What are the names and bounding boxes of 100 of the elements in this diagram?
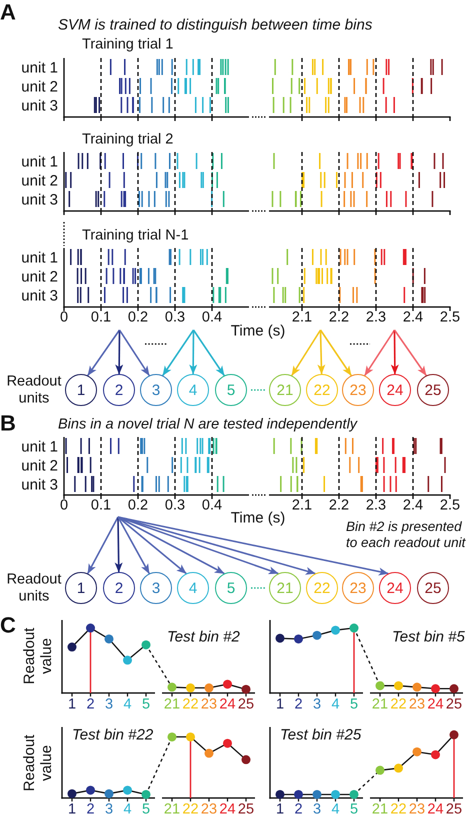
tick-label: 23: [200, 696, 218, 714]
tick-label: 25: [446, 696, 462, 714]
tick-label: 2.2: [328, 498, 350, 514]
arrow: [320, 330, 352, 376]
panel-letter: C: [0, 612, 16, 638]
arrow: [87, 516, 119, 574]
tick-label: 2.4: [402, 498, 424, 514]
row-label: unit 1: [21, 438, 58, 456]
tick-label: 2.5: [440, 310, 460, 326]
row-label: unit 2: [21, 268, 58, 286]
tick-label: 0.1: [90, 498, 112, 514]
unit-circle: 24: [379, 572, 411, 604]
unit-circle: 4: [177, 572, 209, 604]
axis-title: Time (s): [230, 509, 286, 527]
row-label: unit 1: [21, 152, 58, 170]
tick-label: 25: [238, 696, 254, 714]
arrow: [390, 330, 399, 374]
tick-label: 2.1: [292, 498, 312, 514]
unit-circle: 24: [379, 374, 411, 406]
panel-letter: A: [0, 0, 16, 25]
tick-label: 4: [331, 802, 340, 818]
tick-label: 25: [238, 802, 254, 818]
arrow: [118, 516, 279, 574]
tick-label: 1: [68, 802, 76, 818]
tick-label: 3: [312, 696, 322, 714]
tick-label: 2.4: [402, 310, 424, 326]
tick-label: 22: [182, 802, 199, 818]
unit-circle: 5: [215, 572, 247, 604]
unit-circle: 1: [65, 374, 97, 406]
chart-title: Test bin #2: [167, 628, 240, 646]
tick-label: 23: [200, 802, 218, 818]
chart-title: Test bin #5: [392, 628, 465, 646]
tick-label: 2: [294, 802, 303, 818]
tick-label: 3: [104, 696, 114, 714]
tick-label: 0.4: [202, 498, 222, 514]
tick-label: 2.2: [328, 310, 350, 326]
annotation: Bin #2 is presented to each readout unit: [346, 519, 467, 550]
trial-title: Training trial 1: [82, 36, 174, 54]
tick-label: 0.3: [164, 498, 186, 514]
trial-title: Training trial 2: [82, 132, 174, 148]
tick-label: 21: [164, 802, 180, 818]
unit-circle: 21: [269, 374, 301, 406]
arrow: [189, 330, 198, 374]
tick-label: 5: [142, 802, 150, 818]
tick-label: 1: [68, 696, 76, 714]
tick-label: 22: [390, 802, 407, 818]
unit-circle: 2: [103, 572, 135, 604]
tick-label: 22: [182, 696, 199, 714]
chart-title: Test bin #22: [72, 726, 154, 744]
arrow: [317, 330, 326, 374]
row-label: unit 3: [21, 476, 58, 494]
tick-label: 2.5: [440, 498, 460, 514]
unit-circle: 22: [306, 572, 338, 604]
row-label: unit 2: [21, 78, 58, 96]
tick-label: 25: [446, 802, 462, 818]
trial-title: Training trial N-1: [82, 228, 189, 244]
arrow: [87, 330, 120, 376]
arrow: [117, 516, 150, 574]
tick-label: 21: [164, 696, 180, 714]
tick-label: 24: [219, 696, 236, 714]
tick-label: 23: [408, 696, 426, 714]
row-label: unit 2: [21, 172, 58, 190]
unit-circle: 3: [140, 374, 172, 406]
tick-label: 0.3: [164, 310, 186, 326]
arrow: [192, 330, 225, 376]
tick-label: 0.1: [90, 310, 112, 326]
panel-heading: Bins in a novel trial N are tested independently: [58, 416, 358, 434]
arrow: [117, 516, 187, 574]
arrow: [162, 330, 194, 376]
row-label: unit 3: [21, 96, 58, 114]
unit-circle: 1: [65, 572, 97, 604]
tick-label: 24: [219, 802, 236, 818]
axis-title: Readout value: [20, 626, 56, 686]
unit-circle: 25: [417, 374, 449, 406]
chart-title: Test bin #25: [280, 726, 362, 744]
unit-circle: 3: [140, 572, 172, 604]
panel-heading: SVM is trained to distinguish between time bins: [58, 16, 372, 34]
tick-label: 2.3: [366, 498, 386, 514]
panel-letter: B: [0, 410, 16, 436]
arrow: [364, 330, 396, 376]
unit-circle: 23: [342, 374, 374, 406]
tick-label: 0.2: [128, 498, 148, 514]
unit-circle: 22: [306, 374, 338, 406]
tick-label: 4: [331, 696, 340, 714]
unit-circle: 25: [417, 572, 449, 604]
row-label: unit 1: [21, 248, 58, 266]
tick-label: 24: [427, 696, 444, 714]
tick-label: 24: [427, 802, 444, 818]
arrow: [118, 516, 389, 576]
arrow: [394, 330, 427, 376]
tick-label: 23: [408, 802, 426, 818]
arrow: [118, 516, 225, 574]
unit-circle: 21: [269, 572, 301, 604]
row-label: unit 1: [21, 58, 58, 76]
tick-label: 1: [276, 696, 284, 714]
tick-label: 2.1: [292, 310, 312, 326]
row-label: Readout units: [6, 373, 62, 407]
tick-label: 0: [60, 310, 68, 326]
tick-label: 3: [312, 802, 322, 818]
tick-label: 22: [390, 696, 407, 714]
